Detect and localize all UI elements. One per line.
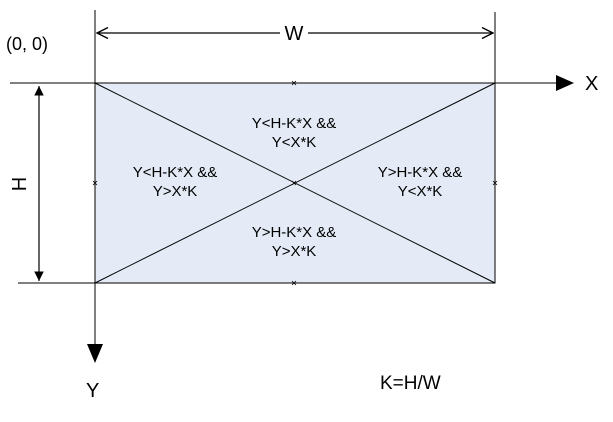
region-left-line1: Y<H-K*X && bbox=[133, 164, 218, 181]
region-right-line1: Y>H-K*X && bbox=[378, 164, 463, 181]
region-top: Y<H-K*X && Y<X*K bbox=[252, 115, 337, 151]
width-label: W bbox=[285, 23, 304, 45]
region-right-line2: Y<X*K bbox=[398, 183, 443, 200]
k-formula-label: K=H/W bbox=[380, 373, 441, 394]
y-axis-arrowhead bbox=[87, 344, 103, 363]
region-bottom-line1: Y>H-K*X && bbox=[252, 224, 337, 241]
region-top-line1: Y<H-K*X && bbox=[252, 115, 337, 132]
region-left: Y<H-K*X && Y>X*K bbox=[133, 164, 218, 200]
region-bottom: Y>H-K*X && Y>X*K bbox=[252, 224, 337, 260]
x-axis-arrowhead bbox=[556, 75, 574, 91]
y-axis-label: Y bbox=[86, 380, 99, 402]
region-bottom-line2: Y>X*K bbox=[272, 243, 317, 260]
height-label: H bbox=[9, 177, 31, 191]
midpoint-markers bbox=[92, 80, 498, 286]
x-axis-label: X bbox=[585, 73, 598, 95]
origin-label: (0, 0) bbox=[6, 34, 48, 54]
diagonal-line-ascending bbox=[94, 82, 496, 284]
region-left-line2: Y>X*K bbox=[153, 183, 198, 200]
region-top-line2: Y<X*K bbox=[272, 134, 317, 151]
region-right: Y>H-K*X && Y<X*K bbox=[378, 164, 463, 200]
